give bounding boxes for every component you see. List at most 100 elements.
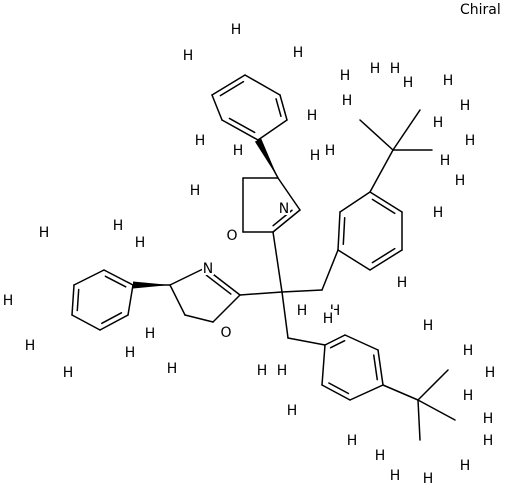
- label-mask: [202, 259, 214, 275]
- atom-label-hydrogen: H: [287, 403, 298, 419]
- bond-line: [103, 269, 134, 286]
- label-mask: [459, 96, 471, 112]
- stereo-wedge-bond: [133, 281, 170, 289]
- label-mask: [432, 113, 444, 129]
- bond-line: [369, 149, 394, 193]
- double-bond-line: [342, 216, 346, 246]
- label-mask: [324, 141, 336, 157]
- atom-label-hydrogen: H: [347, 433, 358, 449]
- bond-line: [71, 314, 101, 331]
- double-bond-line: [371, 198, 396, 215]
- label-mask: [226, 226, 238, 242]
- bond-line: [272, 209, 301, 233]
- double-bond-line: [373, 354, 379, 381]
- label-mask: [256, 361, 268, 377]
- bond-line: [212, 294, 241, 323]
- label-mask: [462, 341, 474, 357]
- bond-line: [359, 119, 394, 151]
- atom-label-hydrogen: H: [125, 345, 136, 361]
- atom-label-hydrogen: H: [390, 468, 401, 484]
- bond-line: [321, 249, 339, 291]
- label-mask: [166, 359, 178, 375]
- atom-label-hydrogen: H: [297, 303, 308, 319]
- bond-line: [184, 314, 214, 323]
- atom-label-hydrogen: H: [323, 311, 334, 327]
- atom-label-hydrogen: H: [460, 98, 471, 114]
- atom-label-hydrogen: H: [463, 343, 474, 359]
- label-mask: [432, 203, 444, 219]
- atom-label-hydrogen: H: [135, 235, 146, 251]
- atom-label-hydrogen: H: [423, 471, 434, 487]
- bond-line: [417, 399, 456, 421]
- double-bond-line: [76, 288, 80, 312]
- label-mask: [292, 43, 304, 59]
- bond-line: [71, 284, 75, 316]
- bond-line: [277, 177, 301, 211]
- label-mask: [2, 291, 14, 307]
- double-bond-line: [328, 382, 350, 395]
- atom-label-hydrogen: H: [463, 388, 474, 404]
- label-mask: [482, 409, 494, 425]
- label-mask: [442, 71, 454, 87]
- atom-label-hydrogen: H: [483, 433, 494, 449]
- label-mask: [232, 141, 244, 157]
- bond-line: [99, 314, 129, 331]
- label-mask: [189, 181, 201, 197]
- label-mask: [339, 66, 351, 82]
- atom-label-oxygen: O: [226, 228, 237, 244]
- atom-label-hydrogen: H: [257, 363, 268, 379]
- atom-label-hydrogen: H: [403, 75, 414, 91]
- bond-line: [337, 211, 341, 251]
- bond-line: [369, 191, 403, 213]
- label-mask: [296, 301, 308, 317]
- label-mask: [194, 131, 206, 147]
- label-mask: [396, 273, 408, 289]
- atom-label-hydrogen: H: [443, 73, 454, 89]
- atom-label-hydrogen: H: [433, 205, 444, 221]
- bond-line: [73, 269, 105, 286]
- label-mask: [112, 216, 124, 232]
- bond-line: [272, 231, 283, 293]
- label-mask: [389, 466, 401, 482]
- label-mask: [309, 146, 321, 162]
- atom-label-hydrogen: H: [113, 218, 124, 234]
- label-mask: [62, 363, 74, 379]
- bond-line: [257, 119, 288, 141]
- atom-label-hydrogen: H: [325, 143, 336, 159]
- double-bond-line: [219, 80, 245, 97]
- bond-line: [169, 267, 206, 286]
- double-bond-line: [329, 339, 346, 349]
- bond-line: [392, 109, 421, 151]
- atom-label-hydrogen: H: [370, 61, 381, 77]
- bond-line: [337, 249, 371, 271]
- label-mask: [346, 431, 358, 447]
- label-mask: [322, 309, 334, 325]
- atom-label-hydrogen: H: [440, 153, 451, 169]
- atom-label-hydrogen: H: [195, 133, 206, 149]
- label-mask: [374, 446, 386, 462]
- bond-line: [169, 284, 186, 316]
- label-mask: [276, 361, 288, 377]
- atom-label-hydrogen: H: [39, 225, 50, 241]
- atom-label-hydrogen: H: [183, 48, 194, 64]
- bond-line: [239, 291, 283, 296]
- bond-line: [211, 94, 223, 121]
- double-bond-line: [275, 98, 282, 118]
- bond-line: [244, 74, 281, 96]
- bond-line: [339, 191, 371, 213]
- label-mask: [464, 131, 476, 147]
- double-bond-line: [371, 247, 396, 264]
- atom-label-hydrogen: H: [231, 22, 242, 38]
- bond-line: [321, 344, 326, 386]
- bond-line: [287, 337, 326, 346]
- label-mask: [341, 91, 353, 107]
- bond-line: [221, 119, 259, 141]
- atom-label-hydrogen: H: [483, 411, 494, 427]
- bond-line: [417, 369, 449, 401]
- atom-label-oxygen: O: [220, 325, 231, 341]
- label-mask: [220, 323, 232, 339]
- double-bond-line: [101, 312, 123, 325]
- bond-line: [281, 289, 323, 293]
